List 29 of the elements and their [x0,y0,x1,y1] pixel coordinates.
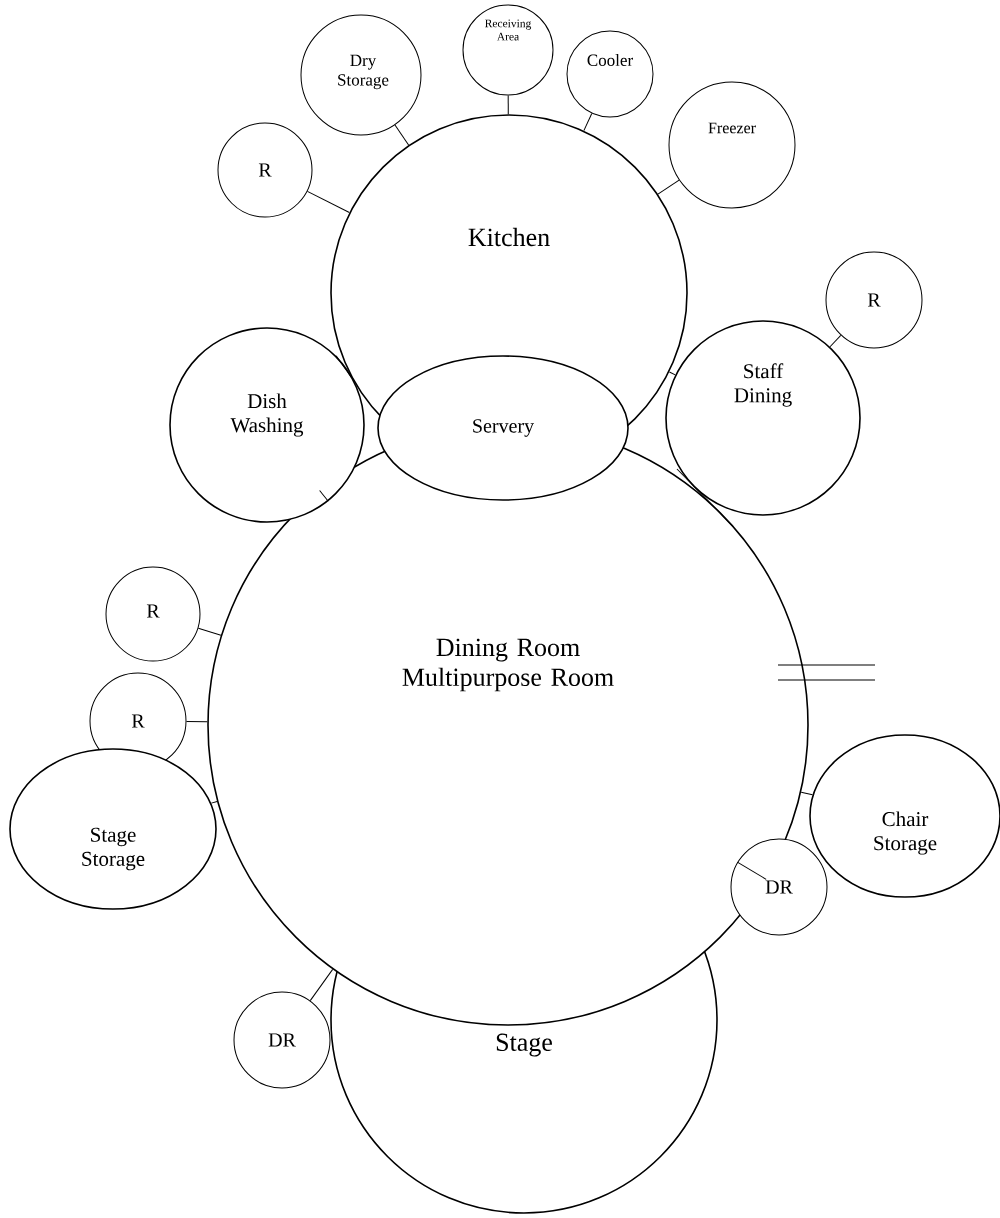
connector-line [829,334,842,348]
connector-line [319,490,329,502]
room-bubble: Freezer [668,81,796,209]
room-bubble: R [105,566,201,662]
room-bubble: Chair Storage [809,734,1000,898]
connector-line [210,801,218,804]
room-bubble: Servery [377,355,629,501]
room-bubble: DR [730,838,828,936]
connector-line [306,190,350,213]
connector-line [186,721,208,723]
connector-line [394,124,410,146]
room-bubble: Dish Washing [169,327,365,523]
connector-line [800,791,813,796]
connector-line [335,355,352,378]
room-bubble: R [825,251,923,349]
connector-line [507,95,509,115]
connector-line [736,861,767,880]
room-bubble: Receiving Area [462,4,554,96]
connector-line [309,968,334,1002]
room-bubble: Dry Storage [300,14,422,136]
room-bubble: R [217,122,313,218]
connector-line [197,627,222,636]
connector-line [583,113,593,132]
room-bubble: Cooler [566,30,654,118]
connector-line [668,371,676,376]
connector-line [676,468,734,528]
connector-line [657,179,680,195]
room-bubble: DR [233,991,331,1089]
room-bubble: Staff Dining [665,320,861,516]
